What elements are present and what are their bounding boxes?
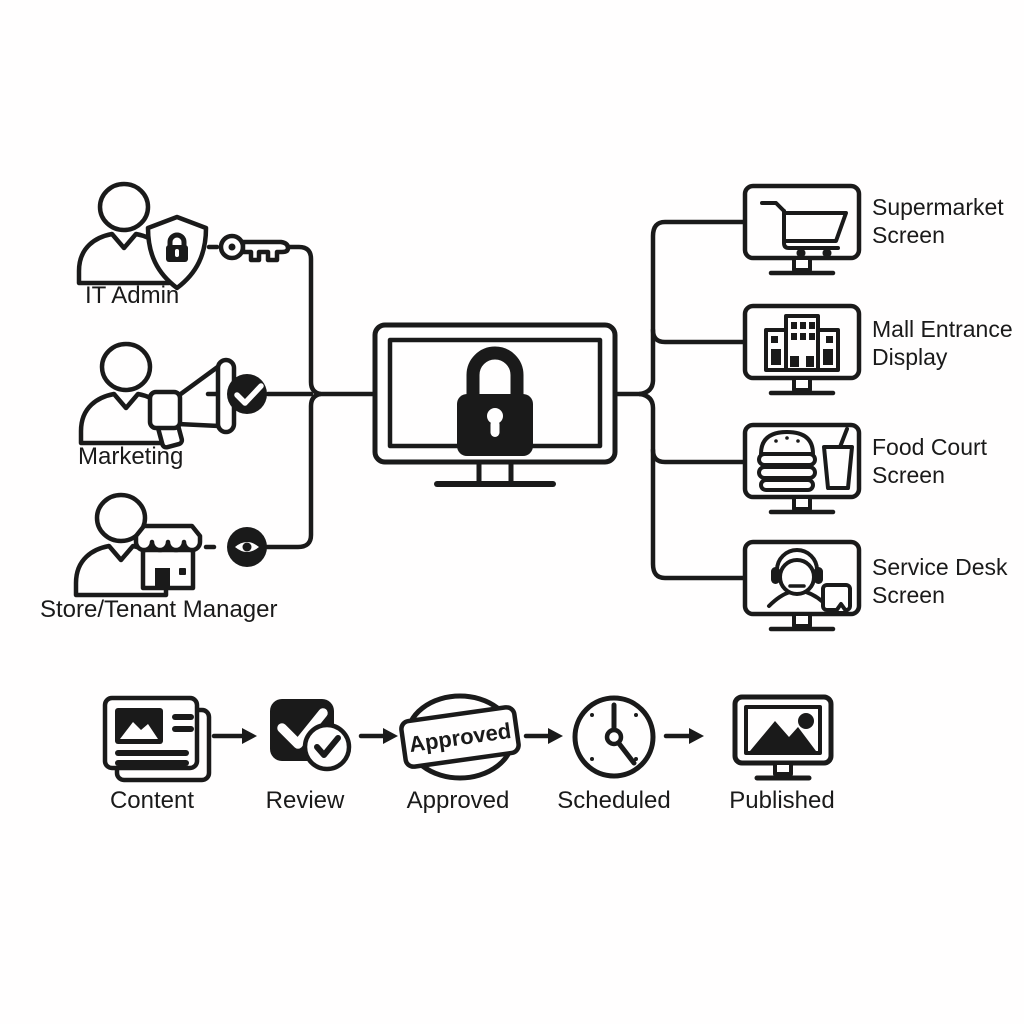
approved-stamp-icon: Approved (399, 693, 521, 781)
screen-label-food-court: Food Court Screen (872, 434, 988, 488)
arrow-icon (358, 728, 398, 744)
shield-lock-icon (145, 214, 209, 291)
workflow-label-published: Published (729, 787, 835, 814)
role-label-store-tenant-manager: Store/Tenant Manager (40, 596, 278, 623)
megaphone-icon (147, 357, 237, 450)
storefront-icon (133, 523, 203, 591)
role-label-it-admin: IT Admin (85, 282, 180, 309)
support-agent-icon (767, 548, 852, 613)
document-image-icon (102, 695, 212, 783)
double-check-icon (270, 699, 352, 772)
clock-icon (572, 695, 656, 779)
check-badge-icon (227, 374, 267, 414)
screen-label-supermarket: Supermarket Screen (872, 194, 1004, 248)
screen-label-mall-entrance: Mall Entrance Display (872, 316, 1013, 370)
arrow-icon (523, 728, 563, 744)
lock-icon (457, 346, 533, 456)
workflow-label-content: Content (109, 787, 195, 814)
screen-label-service-desk: Service Desk Screen (872, 554, 1008, 608)
published-monitor-icon (732, 694, 834, 781)
building-icon (764, 314, 840, 372)
workflow-label-review: Review (265, 787, 345, 814)
connector-right-brace (613, 219, 746, 581)
arrow-icon (663, 728, 704, 744)
connector-left-brace (264, 244, 377, 550)
workflow-label-approved: Approved (406, 787, 510, 814)
cart-icon (760, 201, 848, 258)
key-icon (218, 233, 291, 263)
eye-badge-icon (227, 527, 267, 567)
role-label-marketing: Marketing (78, 443, 184, 470)
arrow-icon (211, 728, 257, 744)
workflow-label-scheduled: Scheduled (557, 787, 671, 814)
locked-monitor-icon (372, 322, 618, 487)
burger-drink-icon (757, 427, 854, 492)
